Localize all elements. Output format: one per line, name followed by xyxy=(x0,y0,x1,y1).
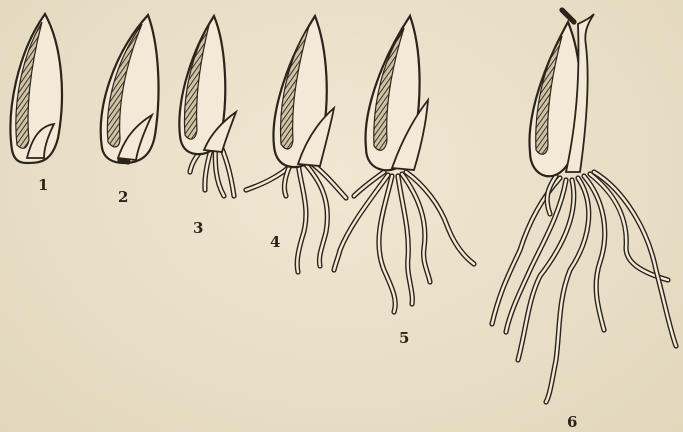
stage-label-1: 1 xyxy=(38,178,48,193)
seed-stage-3 xyxy=(179,16,236,196)
seed-stage-1 xyxy=(10,14,61,163)
stage-label-6: 6 xyxy=(567,415,577,430)
stage-label-5: 5 xyxy=(399,331,409,346)
seed-stage-5 xyxy=(334,16,474,312)
stage-label-3: 3 xyxy=(193,221,203,236)
seed-stage-4 xyxy=(246,16,346,272)
stage-label-4: 4 xyxy=(270,235,280,250)
seed-stage-6 xyxy=(492,10,676,402)
stage-label-2: 2 xyxy=(118,190,128,205)
seed-stage-2 xyxy=(101,15,159,163)
